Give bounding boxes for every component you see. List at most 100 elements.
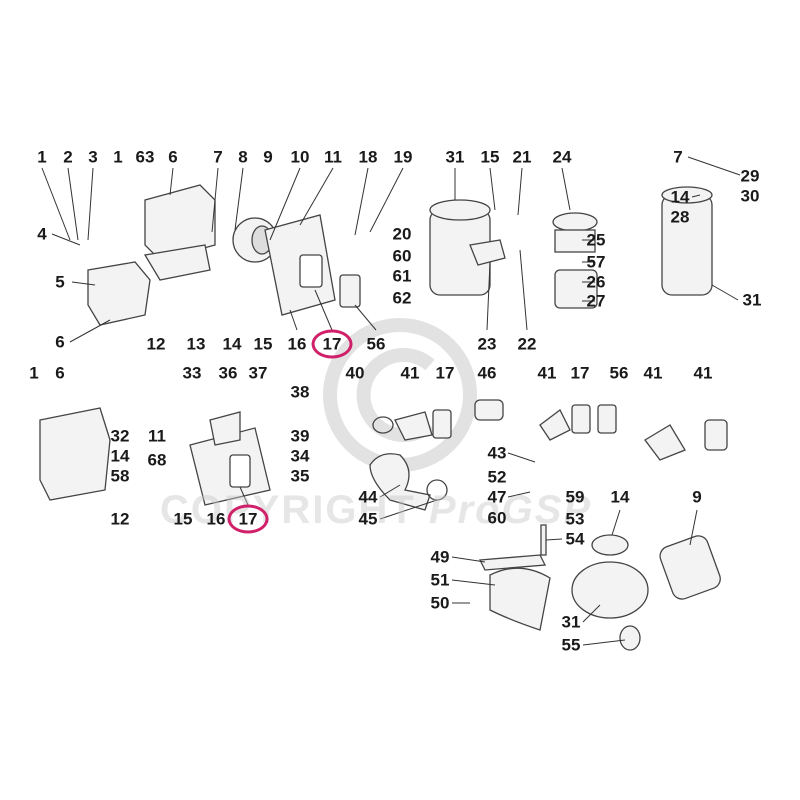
elbow-41d bbox=[704, 419, 728, 451]
bracket-49 bbox=[478, 554, 547, 571]
callout-label: 17 bbox=[435, 363, 455, 383]
callout-label: 26 bbox=[586, 272, 606, 292]
copyright-watermark: COPYRIGHT ProGSP bbox=[160, 488, 593, 532]
callout-label: 13 bbox=[186, 334, 206, 354]
callout-label: 41 bbox=[693, 363, 713, 383]
callout-label: 1 bbox=[37, 147, 47, 167]
callout-label: 56 bbox=[366, 334, 386, 354]
callout-label: 1 bbox=[113, 147, 123, 167]
callout-label: 16 bbox=[206, 509, 226, 529]
callout-label: 3 bbox=[88, 147, 98, 167]
gasket-17 bbox=[299, 254, 323, 288]
callout-label: 6 bbox=[168, 147, 178, 167]
callout-label: 63 bbox=[135, 147, 155, 167]
callout-label: 25 bbox=[586, 230, 606, 250]
callout-label: 11 bbox=[324, 147, 342, 167]
callout-label: 40 bbox=[345, 363, 365, 383]
callout-label: 33 bbox=[182, 363, 202, 383]
callout-label: 62 bbox=[392, 288, 412, 308]
callout-label: 18 bbox=[358, 147, 378, 167]
valve-55 bbox=[619, 625, 641, 651]
callout-label: 37 bbox=[248, 363, 268, 383]
callout-label: 36 bbox=[218, 363, 238, 383]
callout-label: 55 bbox=[561, 635, 581, 655]
highlighted-callout-label: 17 bbox=[311, 329, 353, 359]
callout-label: 31 bbox=[561, 612, 581, 632]
callout-label: 14 bbox=[110, 446, 130, 466]
callout-label: 41 bbox=[643, 363, 663, 383]
callout-label: 47 bbox=[487, 487, 507, 507]
callout-label: 17 bbox=[570, 363, 590, 383]
band-51 bbox=[489, 567, 551, 631]
hose-44 bbox=[369, 453, 431, 511]
callout-label: 28 bbox=[670, 207, 690, 227]
gasket-17b bbox=[432, 409, 452, 439]
callout-label: 7 bbox=[213, 147, 223, 167]
callout-label: 7 bbox=[673, 147, 683, 167]
callout-label: 54 bbox=[565, 529, 585, 549]
inlet-23 bbox=[469, 239, 506, 266]
callout-label: 31 bbox=[445, 147, 465, 167]
bracket-33 bbox=[209, 411, 241, 446]
cup-27 bbox=[554, 269, 598, 309]
callout-label: 24 bbox=[552, 147, 572, 167]
callout-label: 15 bbox=[480, 147, 500, 167]
callout-label: 8 bbox=[238, 147, 248, 167]
cap-14 bbox=[591, 534, 629, 556]
callout-label: 2 bbox=[63, 147, 73, 167]
callout-label: 14 bbox=[610, 487, 630, 507]
callout-label: 35 bbox=[290, 466, 310, 486]
callout-label: 41 bbox=[400, 363, 420, 383]
callout-label: 46 bbox=[477, 363, 497, 383]
filter-25 bbox=[554, 229, 596, 253]
callout-label: 32 bbox=[110, 426, 130, 446]
callout-label: 12 bbox=[110, 509, 130, 529]
callout-label: 59 bbox=[565, 487, 585, 507]
callout-label: 12 bbox=[146, 334, 166, 354]
callout-label: 4 bbox=[37, 224, 47, 244]
element-9 bbox=[659, 535, 721, 600]
callout-label: 29 bbox=[740, 166, 760, 186]
callout-label: 60 bbox=[392, 246, 412, 266]
callout-label: 44 bbox=[358, 487, 378, 507]
callout-label: 14 bbox=[670, 187, 690, 207]
elbow-41b bbox=[539, 409, 571, 441]
adapter-46 bbox=[474, 399, 504, 421]
callout-label: 15 bbox=[253, 334, 273, 354]
callout-label: 30 bbox=[740, 186, 760, 206]
callout-label: 45 bbox=[358, 509, 378, 529]
callout-label: 9 bbox=[263, 147, 273, 167]
callout-label: 57 bbox=[586, 252, 606, 272]
air-box-cover-2 bbox=[39, 407, 111, 501]
callout-label: 6 bbox=[55, 363, 65, 383]
callout-label: 43 bbox=[487, 443, 507, 463]
cleaner-31b bbox=[571, 561, 649, 619]
bracket bbox=[143, 244, 211, 281]
callout-label: 58 bbox=[110, 466, 130, 486]
callout-label: 61 bbox=[392, 266, 412, 286]
callout-label: 34 bbox=[290, 446, 310, 466]
callout-label: 21 bbox=[512, 147, 532, 167]
callout-label: 60 bbox=[487, 508, 507, 528]
callout-label: 39 bbox=[290, 426, 310, 446]
callout-label: 27 bbox=[586, 291, 606, 311]
air-box-cover bbox=[144, 184, 216, 261]
callout-label: 19 bbox=[393, 147, 413, 167]
gasket-56 bbox=[339, 274, 361, 308]
callout-label: 15 bbox=[173, 509, 193, 529]
highlighted-callout-label: 17 bbox=[227, 504, 269, 534]
cover-24 bbox=[552, 212, 598, 232]
clamp-40 bbox=[372, 416, 394, 434]
callout-label: 9 bbox=[692, 487, 702, 507]
callout-label: 1 bbox=[29, 363, 39, 383]
elbow-41c bbox=[644, 424, 686, 461]
callout-label: 20 bbox=[392, 224, 412, 244]
callout-label: 22 bbox=[517, 334, 537, 354]
callout-label: 14 bbox=[222, 334, 242, 354]
callout-label: 16 bbox=[287, 334, 307, 354]
callout-label: 49 bbox=[430, 547, 450, 567]
callout-label: 10 bbox=[290, 147, 310, 167]
callout-label: 41 bbox=[537, 363, 557, 383]
leader-lines bbox=[41, 156, 741, 646]
